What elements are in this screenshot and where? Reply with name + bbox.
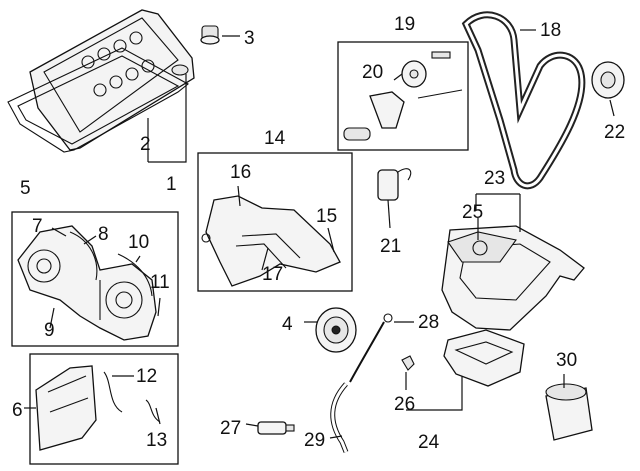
callout-9: 9 [44,320,55,341]
callout-5: 5 [20,178,31,199]
callout-2: 2 [140,134,151,155]
callout-20: 20 [362,62,383,83]
callout-29: 29 [304,430,325,451]
callout-28: 28 [418,312,439,333]
callout-8: 8 [98,224,109,245]
callout-4: 4 [282,314,293,335]
timing-belt [461,11,586,190]
callout-16: 16 [230,162,251,183]
leader-lines [24,29,615,439]
callout-18: 18 [540,20,561,41]
callout-13: 13 [146,430,167,451]
callout-12: 12 [136,366,157,387]
cylinder-head-cover [29,9,195,151]
callout-22: 22 [604,122,625,143]
callout-1: 1 [166,174,177,195]
dipstick-tube [330,382,349,453]
sprocket [591,61,625,99]
callout-15: 15 [316,206,337,227]
drain-plug [401,355,415,371]
callout-labels: 1 2 3 4 5 6 7 8 9 10 11 12 13 14 15 16 1… [12,14,625,453]
group-box-14 [197,152,353,292]
callout-17: 17 [262,264,283,285]
oil-dipstick [349,313,393,383]
callout-11: 11 [150,272,170,293]
timing-cover-assembly [17,225,157,341]
cover-gasket [7,47,189,153]
crankshaft-pulley [315,307,357,353]
callout-6: 6 [12,400,23,421]
callout-30: 30 [556,350,577,371]
callout-26: 26 [394,394,415,415]
oil-pan-upper [441,225,585,331]
group-box-19 [337,41,469,151]
callout-27: 27 [220,418,241,439]
callout-25: 25 [462,202,483,223]
callout-10: 10 [128,232,149,253]
oil-filter [545,383,593,441]
callout-21: 21 [380,236,401,257]
group-box-6 [29,353,179,465]
callout-23: 23 [484,168,505,189]
rear-cover-plate [201,195,341,287]
callout-19: 19 [394,14,415,35]
sensor [377,168,412,201]
group-box-5 [11,211,179,347]
callout-24: 24 [418,432,440,453]
oil-pan-lower [443,329,525,387]
callout-14: 14 [264,128,286,149]
tensioner-assembly [343,51,463,141]
callout-3: 3 [244,28,255,49]
callout-7: 7 [32,216,43,237]
oil-filler-cap [200,25,220,45]
pcv-valve [257,421,295,435]
lower-timing-cover [35,365,161,451]
